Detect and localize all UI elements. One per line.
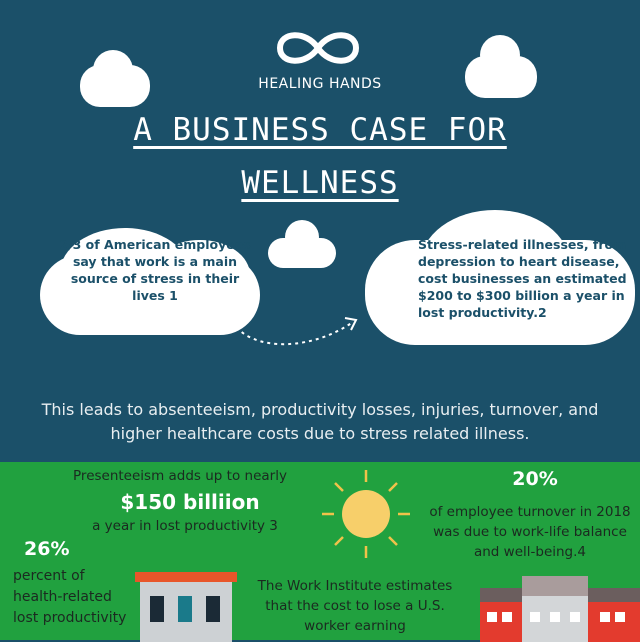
brand-name: HEALING HANDS: [258, 76, 382, 92]
health-figure: 26%: [24, 538, 70, 560]
page-title-line2: WELLNESS: [241, 165, 399, 201]
stat-text-left: 2/3 of American employees say that work …: [59, 237, 251, 303]
sun-icon: [322, 470, 410, 558]
work-institute-text: The Work Institute estimates that the co…: [257, 578, 453, 634]
turnover-text: of employee turnover in 2018 was due to …: [429, 504, 631, 560]
presenteeism-outro: a year in lost productivity 3: [92, 518, 278, 534]
stat-text-right: Stress-related illnesses, from depressio…: [418, 237, 627, 320]
lead-text: This leads to absenteeism, productivity …: [41, 400, 599, 443]
infinity-hands-logo: [276, 32, 360, 64]
presenteeism-figure: $150 billiion: [120, 490, 260, 514]
turnover-figure: 20%: [512, 468, 558, 490]
page-title-line1: A BUSINESS CASE FOR: [133, 112, 507, 148]
presenteeism-intro: Presenteeism adds up to nearly: [73, 468, 287, 484]
health-text: percent of health-related lost productiv…: [13, 568, 127, 626]
dotted-arrow-icon: [229, 314, 358, 346]
